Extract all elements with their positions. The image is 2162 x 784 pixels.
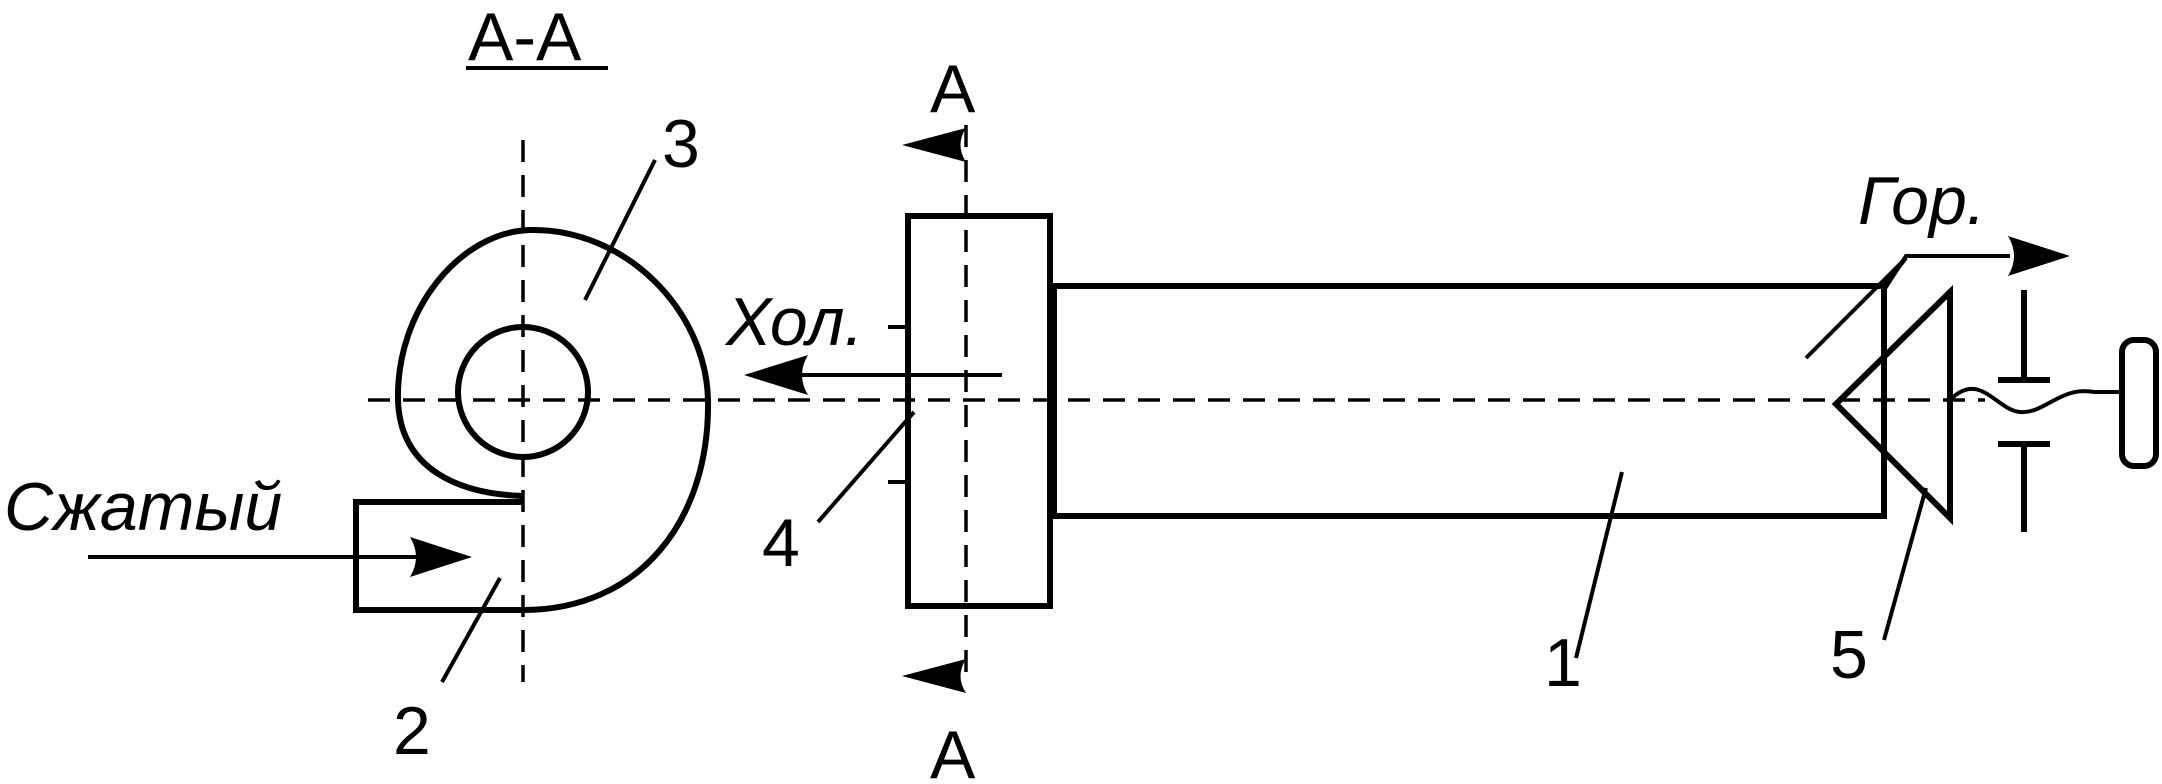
section-mark-top: А	[930, 51, 976, 127]
section-title: А-А	[468, 0, 582, 75]
adjustment-handle	[2119, 337, 2159, 469]
callout-3: 3	[662, 106, 700, 182]
throttle-cone	[1831, 284, 1953, 526]
hot-flow-label: Гор.	[1858, 163, 1986, 239]
tube-view: А А Хол. 4 1 Гор. 5	[724, 51, 2159, 784]
volute-spiral	[394, 226, 712, 613]
hot-flow-line	[1882, 254, 2010, 292]
cold-flow-arrowhead	[744, 355, 808, 395]
leader-2	[440, 577, 502, 683]
leader-5	[1882, 487, 1928, 641]
callout-5: 5	[1830, 617, 1868, 693]
callout-1: 1	[1544, 625, 1582, 701]
callout-2: 2	[393, 693, 431, 769]
section-mark-bottom: А	[930, 717, 976, 784]
valve-stem-wave	[1948, 386, 2122, 415]
cone-upper-chamfer	[1804, 256, 1908, 360]
compressed-air-arrowhead	[410, 537, 472, 577]
leader-4	[816, 410, 916, 524]
leader-3	[583, 159, 657, 301]
hot-flow-arrowhead	[2008, 236, 2070, 276]
compressed-air-label: Сжатый	[4, 469, 282, 545]
section-view: А-А Сжатый 3 2	[4, 0, 1985, 769]
cut-arrow-top	[902, 128, 966, 162]
central-hole-circle	[455, 324, 591, 460]
callout-4: 4	[762, 505, 800, 581]
swirl-chamber	[905, 213, 1053, 609]
leader-1	[1574, 471, 1624, 659]
cut-arrow-bottom	[902, 659, 966, 693]
main-tube	[1051, 283, 1887, 519]
cold-flow-label: Хол.	[724, 284, 863, 360]
